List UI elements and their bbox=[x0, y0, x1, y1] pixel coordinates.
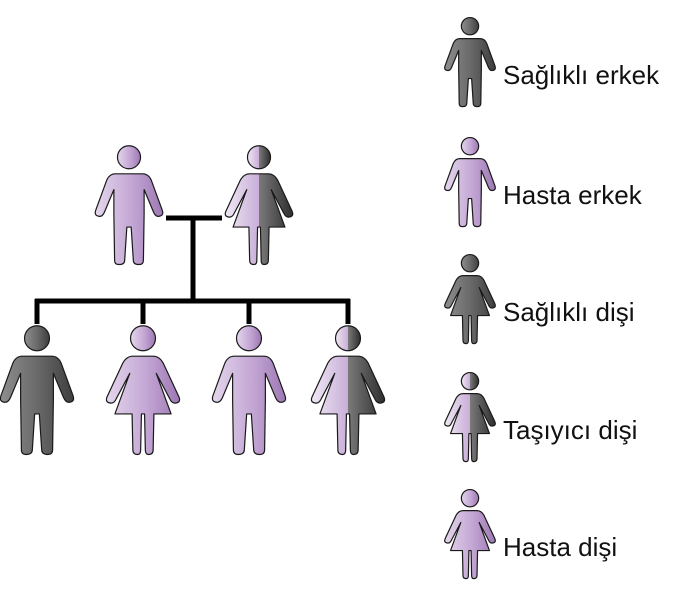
child-4-female-icon bbox=[310, 325, 386, 456]
legend-2-male-icon-body bbox=[444, 158, 496, 228]
child-4-female-icon-head bbox=[334, 325, 362, 352]
legend-2-male-icon bbox=[444, 136, 496, 228]
legend-4-female-icon-body bbox=[444, 393, 496, 463]
pedigree-lines bbox=[34, 215, 351, 324]
child-2-female-icon-head bbox=[129, 325, 157, 352]
legend-label-4: Taşıyıcı dişi bbox=[503, 415, 638, 445]
legend-4-female-icon-head bbox=[460, 371, 480, 391]
legend-5-female-icon-head bbox=[460, 488, 480, 508]
legend-3-female-icon bbox=[444, 253, 496, 345]
legend-label-3: Sağlıklı dişi bbox=[503, 297, 635, 327]
child-1-male-icon-head bbox=[23, 325, 51, 352]
child-3-male-icon-head bbox=[235, 325, 263, 352]
child-3-male-icon-body bbox=[211, 355, 287, 456]
legend-1-male-icon-head bbox=[460, 16, 480, 36]
legend-3-female-icon-body bbox=[444, 275, 496, 345]
child-1-male-icon-body bbox=[0, 355, 75, 456]
legend-1-male-icon-body bbox=[444, 38, 496, 108]
legend-5-female-icon-body bbox=[444, 510, 496, 580]
parent-1-male-icon-head bbox=[116, 145, 142, 170]
parent-1-male-icon-body bbox=[94, 173, 164, 266]
parent-2-female-icon-body bbox=[224, 173, 294, 266]
parent-2-female-icon bbox=[224, 145, 294, 266]
legend-5-female-icon bbox=[444, 488, 496, 580]
child-2-female-icon bbox=[105, 325, 181, 456]
legend-4-female-icon bbox=[444, 371, 496, 463]
legend-label-1: Sağlıklı erkek bbox=[503, 60, 660, 90]
child-4-female-icon-body bbox=[310, 355, 386, 456]
legend-3-female-icon-head bbox=[460, 253, 480, 273]
parent-2-female-icon-head bbox=[246, 145, 272, 170]
child-3-male-icon bbox=[211, 325, 287, 456]
legend-2-male-icon-head bbox=[460, 136, 480, 156]
parent-1-male-icon bbox=[94, 145, 164, 266]
legend-1-male-icon bbox=[444, 16, 496, 108]
legend-label-2: Hasta erkek bbox=[503, 180, 642, 210]
child-2-female-icon-body bbox=[105, 355, 181, 456]
child-1-male-icon bbox=[0, 325, 75, 456]
legend-label-5: Hasta dişi bbox=[503, 532, 618, 562]
